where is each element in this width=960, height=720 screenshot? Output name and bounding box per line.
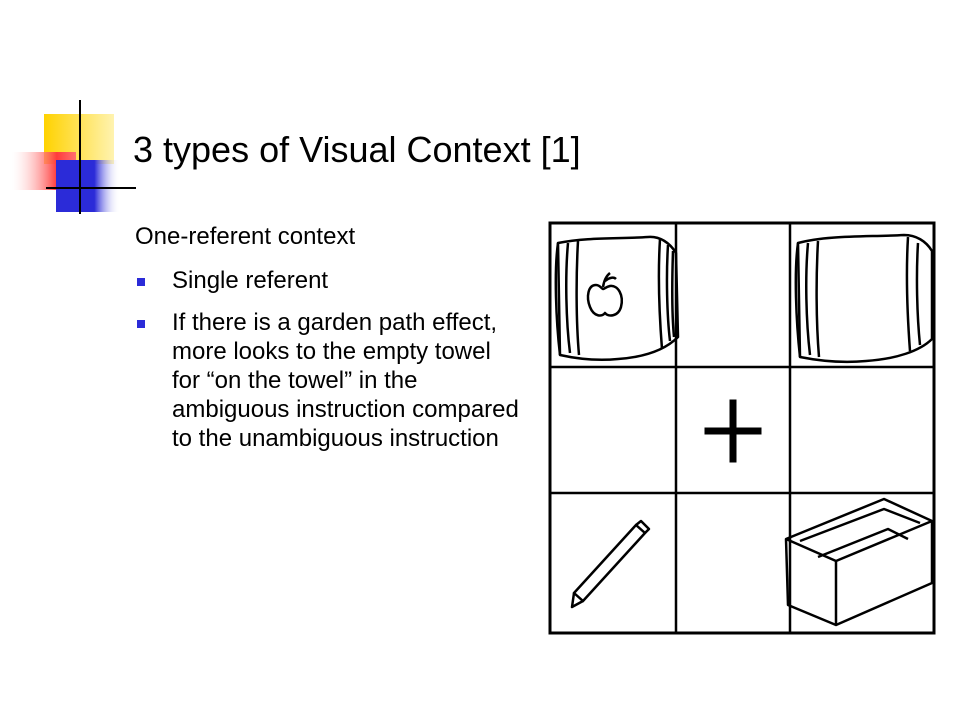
bullet-text: Single referent — [172, 267, 329, 294]
visual-world-grid-figure — [548, 221, 936, 635]
bullet-text: If there is a garden path effect, more l… — [172, 309, 519, 452]
pencil-picture — [570, 519, 651, 609]
bullet-item: If there is a garden path effect, more l… — [135, 308, 525, 453]
towel-with-apple-picture — [554, 235, 680, 362]
slide-body: One-referent context Single referent If … — [135, 222, 525, 466]
section-heading: One-referent context — [135, 223, 356, 250]
fixation-cross-icon — [704, 399, 762, 463]
grid-border — [548, 221, 936, 635]
bullet-item: Single referent — [135, 266, 525, 295]
box-picture — [784, 497, 934, 627]
square-bullet-icon — [137, 278, 145, 286]
square-bullet-icon — [137, 320, 145, 328]
empty-towel-picture — [794, 233, 934, 364]
decorative-squares-logo — [12, 100, 136, 214]
slide-title: 3 types of Visual Context [1] — [133, 129, 581, 170]
